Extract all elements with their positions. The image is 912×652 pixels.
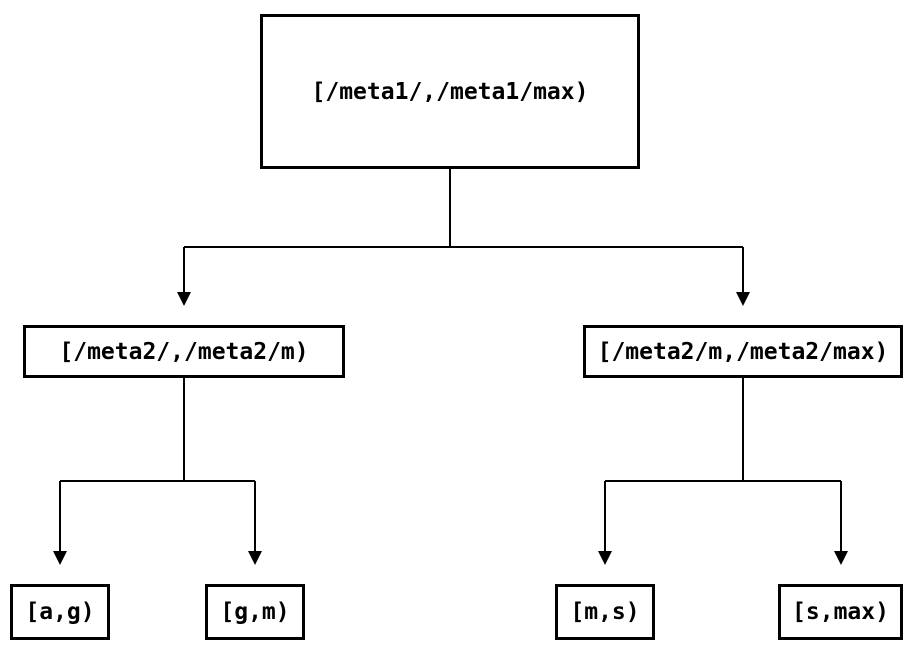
tree-node-root: [/meta1/,/meta1/max) <box>260 14 640 169</box>
tree-node-root-label: [/meta1/,/meta1/max) <box>311 78 589 105</box>
tree-node-leaf-ms-label: [m,s) <box>570 599 640 625</box>
arrowhead-down-icon <box>834 551 848 565</box>
tree-node-leaf-gm: [g,m) <box>205 584 305 640</box>
tree-node-right: [/meta2/m,/meta2/max) <box>583 325 903 378</box>
tree-node-leaf-smax-label: [s,max) <box>792 599 889 625</box>
tree-node-leaf-gm-label: [g,m) <box>220 599 290 625</box>
tree-node-leaf-ag: [a,g) <box>10 584 110 640</box>
arrowhead-down-icon <box>177 292 191 306</box>
tree-node-leaf-smax: [s,max) <box>778 584 903 640</box>
arrowhead-down-icon <box>53 551 67 565</box>
tree-node-left: [/meta2/,/meta2/m) <box>23 325 345 378</box>
tree-node-leaf-ag-label: [a,g) <box>25 599 95 625</box>
arrowhead-down-icon <box>598 551 612 565</box>
arrowhead-down-icon <box>248 551 262 565</box>
tree-node-left-label: [/meta2/,/meta2/m) <box>59 338 309 365</box>
tree-node-leaf-ms: [m,s) <box>555 584 655 640</box>
tree-node-right-label: [/meta2/m,/meta2/max) <box>597 338 889 365</box>
arrowhead-down-icon <box>736 292 750 306</box>
